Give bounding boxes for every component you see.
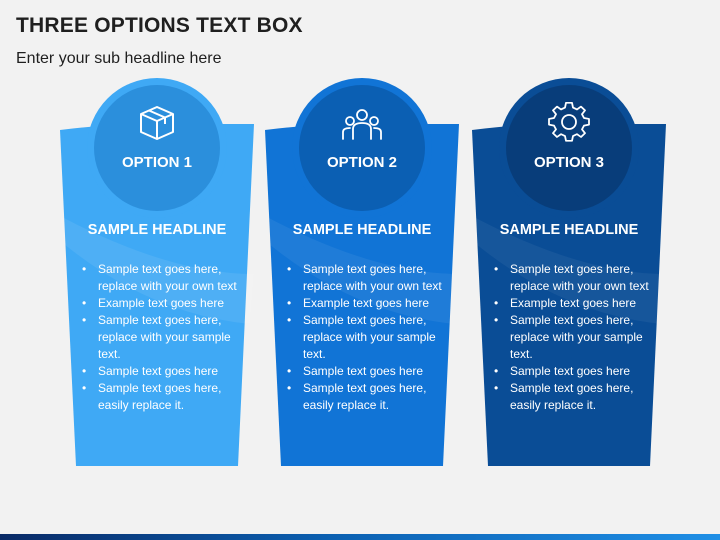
option-label: OPTION 1 xyxy=(121,154,192,171)
page-subtitle: Enter your sub headline here xyxy=(16,50,222,67)
team-icon xyxy=(342,109,382,140)
page-title: THREE OPTIONS TEXT BOX xyxy=(16,14,303,37)
list-item: Sample text goes here, replace with your… xyxy=(287,312,455,363)
card-headline: SAMPLE HEADLINE xyxy=(292,222,432,238)
option-label: OPTION 2 xyxy=(326,154,397,171)
list-item: Sample text goes here, easily replace it… xyxy=(287,380,455,414)
list-item: Example text goes here xyxy=(287,295,455,312)
list-item: Sample text goes here, replace with your… xyxy=(82,312,250,363)
card-headline: SAMPLE HEADLINE xyxy=(499,222,639,238)
list-item: Sample text goes here xyxy=(82,363,250,380)
list-item: Sample text goes here, easily replace it… xyxy=(494,380,662,414)
list-item: Sample text goes here, easily replace it… xyxy=(82,380,250,414)
option-label: OPTION 3 xyxy=(533,154,604,171)
list-item: Sample text goes here, replace with your… xyxy=(82,261,250,295)
box-icon xyxy=(140,106,174,140)
bullet-list: Sample text goes here, replace with your… xyxy=(494,261,662,414)
option-card-3: OPTION 3 SAMPLE HEADLINE Sample text goe… xyxy=(472,78,666,466)
card-headline: SAMPLE HEADLINE xyxy=(87,222,227,238)
list-item: Sample text goes here, replace with your… xyxy=(287,261,455,295)
option-card-1: OPTION 1 SAMPLE HEADLINE Sample text goe… xyxy=(60,78,254,466)
bullet-list: Sample text goes here, replace with your… xyxy=(287,261,455,414)
gear-icon xyxy=(548,101,590,142)
option-card-2: OPTION 2 SAMPLE HEADLINE Sample text goe… xyxy=(265,78,459,466)
option-circle xyxy=(299,85,425,211)
list-item: Sample text goes here xyxy=(494,363,662,380)
list-item: Sample text goes here, replace with your… xyxy=(494,261,662,295)
list-item: Example text goes here xyxy=(82,295,250,312)
option-circle xyxy=(506,85,632,211)
list-item: Sample text goes here xyxy=(287,363,455,380)
list-item: Sample text goes here, replace with your… xyxy=(494,312,662,363)
bullet-list: Sample text goes here, replace with your… xyxy=(82,261,250,414)
list-item: Example text goes here xyxy=(494,295,662,312)
bottom-accent-bar xyxy=(0,534,720,540)
